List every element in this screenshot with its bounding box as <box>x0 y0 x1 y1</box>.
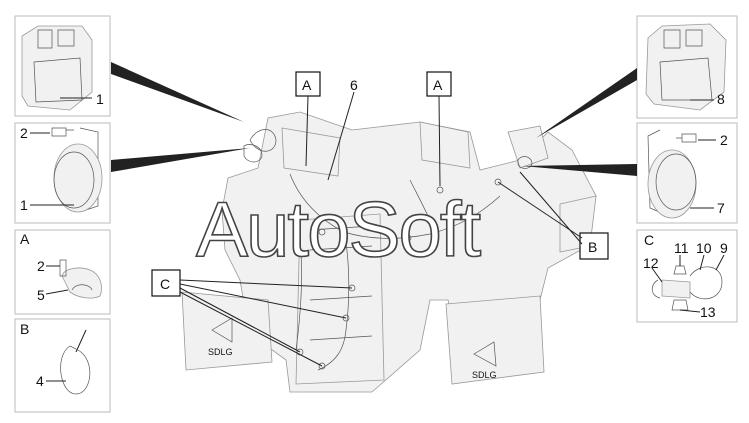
panel-detail-c <box>636 229 738 323</box>
leader-a-1 <box>305 95 309 167</box>
callout-2a: 2 <box>20 125 28 141</box>
callout-2b: 2 <box>37 258 45 274</box>
leader-b-1 <box>497 181 583 239</box>
section-c-label: C <box>644 232 654 248</box>
tag-c: C <box>160 276 170 292</box>
leader-wedge-left-mid <box>111 148 250 172</box>
panel-detail-a <box>14 229 111 315</box>
panel-horn-left <box>14 15 111 117</box>
callout-13: 13 <box>700 304 716 320</box>
callout-4: 4 <box>36 373 44 389</box>
leader-wedge-right-top <box>536 68 637 138</box>
callout-2c: 2 <box>720 132 728 148</box>
callout-9: 9 <box>720 240 728 256</box>
leader-6 <box>327 91 355 181</box>
panel-horn-disc-right <box>636 122 738 224</box>
leader-wedge-right-mid <box>522 164 637 176</box>
section-a-label: A <box>20 231 30 247</box>
panel-horn-disc <box>14 122 111 224</box>
callout-12: 12 <box>643 255 659 271</box>
callout-1b: 1 <box>20 197 28 213</box>
callout-7: 7 <box>717 200 725 216</box>
brand-plate-left: SDLG <box>208 347 233 357</box>
leader-b-2 <box>519 171 583 245</box>
brand-plate-right: SDLG <box>472 370 497 380</box>
panel-horn-right <box>636 15 738 119</box>
tag-c-box <box>151 269 181 297</box>
callout-5: 5 <box>37 287 45 303</box>
callout-11: 11 <box>674 240 689 256</box>
panel-detail-b <box>14 318 111 413</box>
callout-10: 10 <box>696 240 712 256</box>
leader-wedge-left-top <box>111 62 244 122</box>
tag-a-2: A <box>433 77 443 93</box>
tag-b-box <box>579 232 609 260</box>
watermark-text: AutoSoft <box>196 185 482 273</box>
callout-6: 6 <box>350 77 358 93</box>
callout-8: 8 <box>717 91 725 107</box>
leader-c-1 <box>179 279 353 289</box>
leader-a-2 <box>438 95 441 187</box>
leader-c-4 <box>179 291 323 367</box>
section-b-label: B <box>20 321 29 337</box>
leader-c-2 <box>179 283 347 319</box>
callout-1a: 1 <box>96 91 104 107</box>
tag-a-1: A <box>302 77 312 93</box>
tag-b: B <box>588 239 597 255</box>
leader-c-3 <box>179 287 301 353</box>
